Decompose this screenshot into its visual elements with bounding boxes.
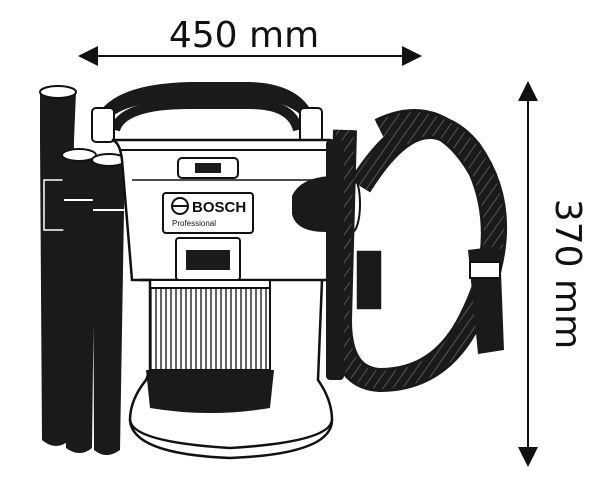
container-base (128, 278, 334, 460)
filter-cartridge (146, 279, 274, 413)
carry-handle (91, 82, 323, 143)
brand-name: BOSCH (192, 199, 246, 216)
height-dimension: 370 mm (518, 81, 588, 467)
width-dimension: 450 mm (78, 15, 422, 66)
extension-tubes (39, 85, 127, 455)
brand-label: BOSCH Professional (162, 192, 254, 234)
hose-coil (326, 109, 507, 393)
product-line: Professional (172, 219, 216, 228)
width-label: 450 mm (169, 15, 319, 56)
height-label: 370 mm (547, 199, 588, 349)
